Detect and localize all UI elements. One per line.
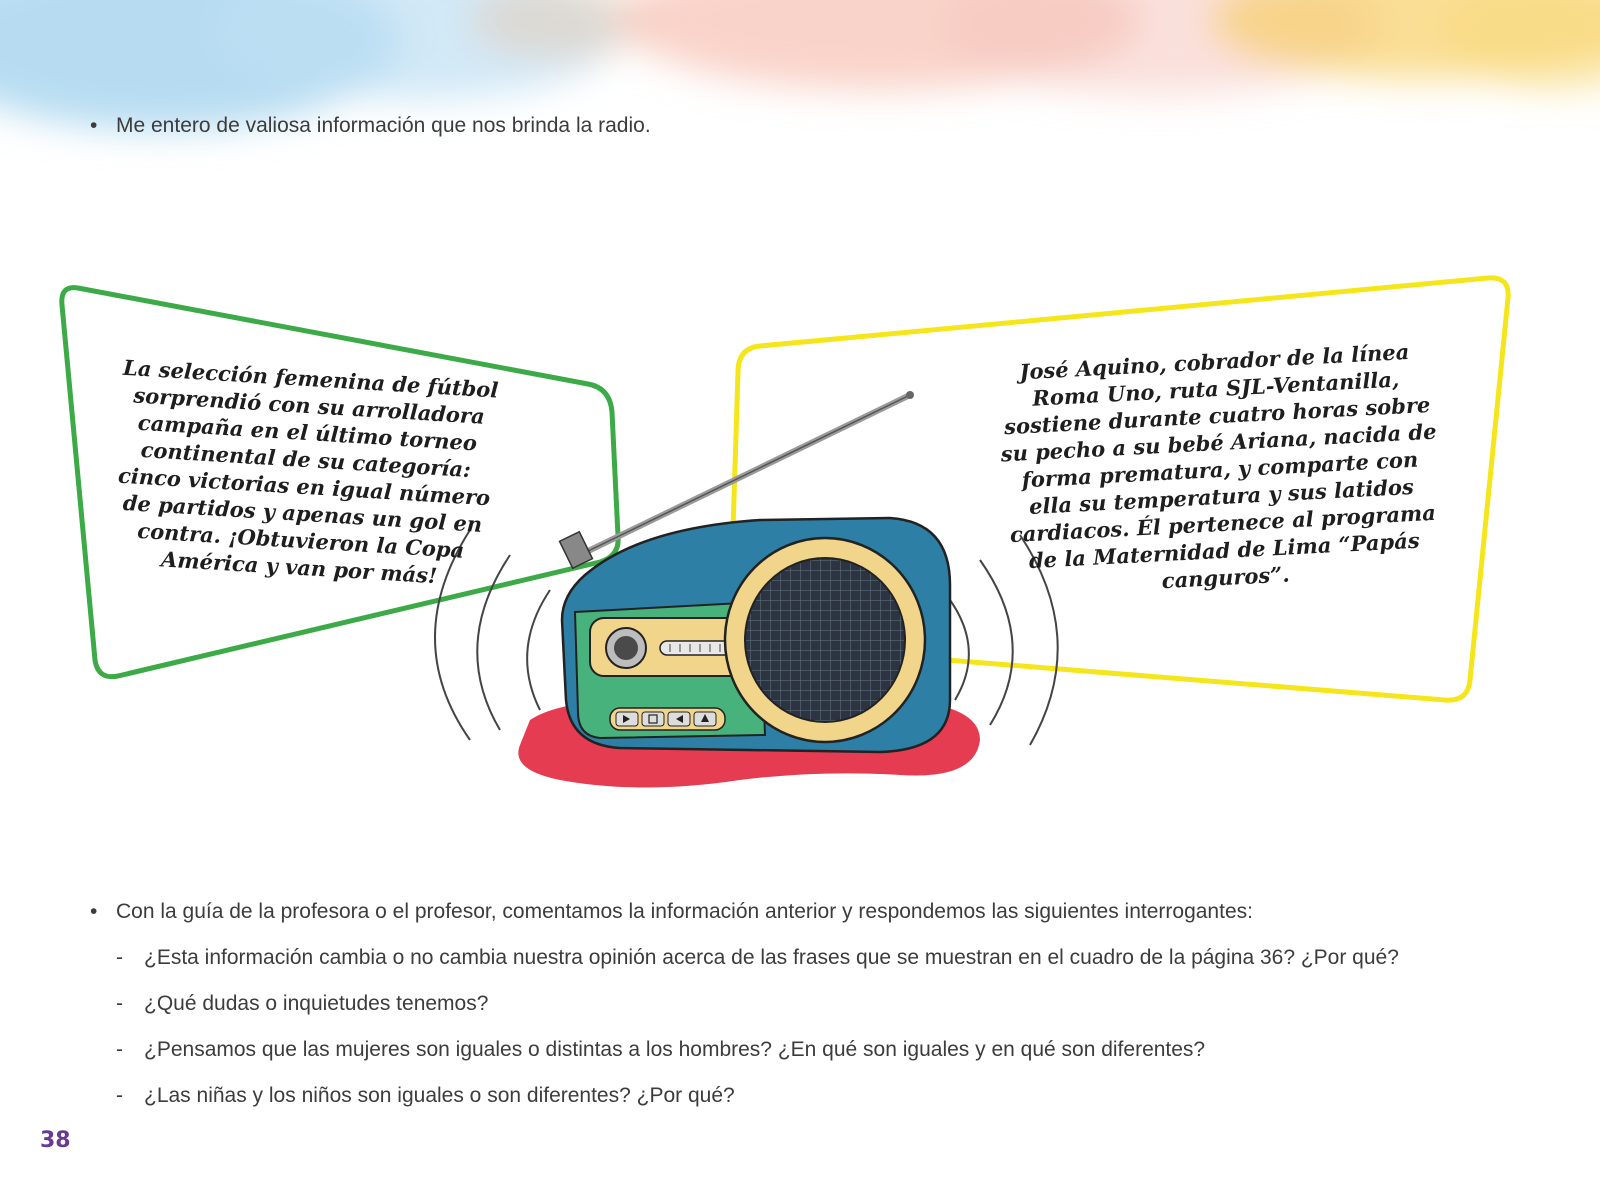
question-text: ¿Las niñas y los niños son iguales o son…	[144, 1084, 735, 1107]
question-text: ¿Esta información cambia o no cambia nue…	[144, 946, 1399, 969]
question-text: ¿Pensamos que las mujeres son iguales o …	[144, 1038, 1206, 1061]
left-speech-panel	[59, 285, 621, 680]
dash-symbol: -	[116, 946, 123, 969]
dash-symbol: -	[116, 1084, 123, 1107]
intro-bullet-text: Me entero de valiosa información que nos…	[116, 114, 651, 137]
discussion-lead: • Con la guía de la profesora o el profe…	[90, 898, 1253, 926]
bullet-symbol: •	[90, 114, 98, 137]
intro-bullet: • Me entero de valiosa información que n…	[90, 112, 651, 140]
discussion-lead-text: Con la guía de la profesora o el profeso…	[116, 900, 1253, 923]
question-item: -¿Pensamos que las mujeres son iguales o…	[116, 1036, 1205, 1064]
sound-waves-right	[949, 534, 1059, 746]
question-item: -¿Las niñas y los niños son iguales o so…	[116, 1082, 735, 1110]
question-text: ¿Qué dudas o inquietudes tenemos?	[144, 992, 489, 1015]
radio-antenna	[558, 391, 914, 570]
radio-speaker-grille	[744, 557, 906, 723]
right-bubble-text: José Aquino, cobrador de la línea Roma U…	[1000, 338, 1438, 594]
question-item: -¿Esta información cambia o no cambia nu…	[116, 944, 1399, 972]
bullet-symbol: •	[90, 900, 98, 923]
sound-waves-left	[434, 529, 551, 741]
page-number: 38	[40, 1128, 71, 1153]
dash-symbol: -	[116, 992, 123, 1015]
question-item: -¿Qué dudas o inquietudes tenemos?	[116, 990, 488, 1018]
dash-symbol: -	[116, 1038, 123, 1061]
radio-buttons	[609, 707, 726, 731]
left-bubble-text: La selección femenina de fútbol sorprend…	[117, 354, 500, 589]
